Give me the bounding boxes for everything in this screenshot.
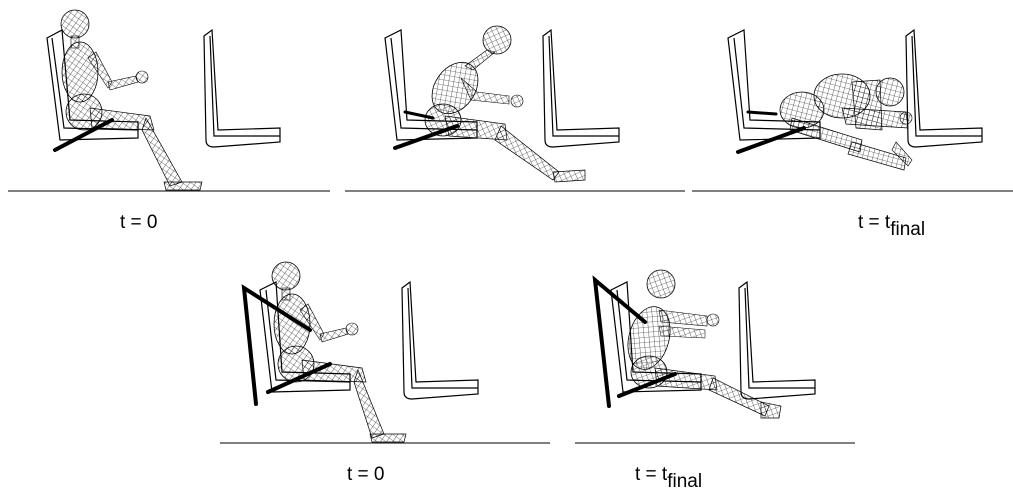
- dummy-figure: [60, 9, 203, 191]
- lap-belt: [393, 124, 459, 150]
- lap-belt-frame-middle: [345, 0, 685, 200]
- shoulder-belt-frame-final: [575, 252, 865, 452]
- caption-top-final: t = tfinal: [858, 212, 926, 240]
- shoulder-belt-frame-initial: [220, 252, 550, 452]
- front-seat: [401, 280, 479, 400]
- caption-bottom-final: t = tfinal: [635, 464, 703, 492]
- front-seat: [738, 280, 816, 400]
- lap-belt: [53, 118, 114, 152]
- shoulder-belt: [592, 275, 677, 408]
- caption-top-initial: t = 0: [120, 212, 158, 233]
- dummy-figure: [271, 261, 407, 443]
- dummy-figure: [627, 269, 782, 419]
- shoulder-belt: [241, 284, 332, 406]
- front-seat: [542, 28, 620, 148]
- lap-belt-frame-initial: [0, 0, 330, 200]
- front-seat: [203, 28, 281, 148]
- caption-bottom-initial: t = 0: [347, 464, 385, 485]
- driver-seat: [727, 29, 821, 141]
- dummy-figure: [779, 73, 913, 171]
- lap-belt-frame-final: [692, 0, 1013, 200]
- dummy-figure: [424, 25, 586, 183]
- front-seat: [905, 28, 983, 148]
- lap-belt: [736, 126, 806, 154]
